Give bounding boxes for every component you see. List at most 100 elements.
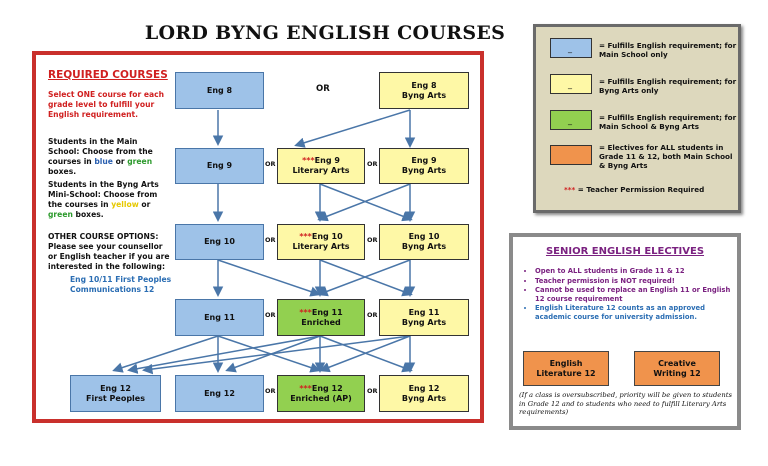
or-label: OR xyxy=(265,160,276,168)
legend-swatch-blue: _ xyxy=(550,38,592,58)
swatch-mark: _ xyxy=(568,116,572,125)
color-legend: _ = Fulfills English requirement; for Ma… xyxy=(533,24,741,213)
arrow xyxy=(142,335,411,375)
course-label: Eng 12 xyxy=(100,383,131,393)
required-courses-heading: REQUIRED COURSES xyxy=(48,69,168,81)
course-sublabel: First Peoples xyxy=(86,393,145,403)
course-label: Eng 9 xyxy=(411,156,437,165)
course-sublabel: Enriched (AP) xyxy=(290,393,352,403)
course-sublabel: Writing 12 xyxy=(653,368,701,378)
permission-mark: *** xyxy=(564,185,576,194)
permission-mark: *** xyxy=(302,156,315,165)
course-label: ***Eng 11 xyxy=(299,308,342,318)
blue-word: blue xyxy=(94,157,113,166)
option-communications: Communications 12 xyxy=(70,285,155,294)
course-sublabel: Literary Arts xyxy=(292,166,350,175)
legend-text-orange: = Electives for ALL students in Grade 11… xyxy=(599,143,733,170)
course-name: Eng 11 xyxy=(311,307,343,317)
course-eng-10: Eng 10 xyxy=(175,224,264,260)
byng-arts-instructions: Students in the Byng Arts Mini-School: C… xyxy=(48,180,168,220)
course-label: Eng 8 xyxy=(411,80,437,90)
legend-text-green: = Fulfills English requirement; for Main… xyxy=(599,113,737,131)
arrow xyxy=(317,259,411,297)
or-label: OR xyxy=(316,84,330,94)
course-label: ***Eng 9 xyxy=(302,156,340,166)
course-sublabel: Byng Arts xyxy=(401,90,447,100)
course-label: Eng 12 xyxy=(204,388,235,398)
or-label: OR xyxy=(265,311,276,319)
green-word: green xyxy=(48,210,73,219)
boxes-word: boxes. xyxy=(48,167,77,176)
main-school-text: Students in the Main School: Choose from… xyxy=(48,137,153,166)
electives-footnote: (If a class is oversubscribed, priority … xyxy=(519,391,732,416)
or-word: or xyxy=(138,200,151,209)
legend-text-yellow: = Fulfills English requirement; for Byng… xyxy=(599,77,737,95)
or-label: OR xyxy=(265,387,276,395)
course-sublabel: Literature 12 xyxy=(536,368,596,378)
permission-note-text: = Teacher Permission Required xyxy=(577,185,705,194)
legend-permission-note: *** = Teacher Permission Required xyxy=(564,185,704,194)
green-word: green xyxy=(127,157,153,166)
arrow xyxy=(319,335,411,373)
permission-mark: *** xyxy=(299,307,312,317)
swatch-mark: _ xyxy=(568,44,572,53)
course-name: Eng 10 xyxy=(311,232,343,241)
course-label: English xyxy=(549,358,583,368)
arrow xyxy=(217,259,321,297)
course-label: Eng 10 xyxy=(204,237,235,246)
arrow xyxy=(127,335,321,374)
course-sublabel: Byng Arts xyxy=(401,393,447,403)
main-school-instructions: Students in the Main School: Choose from… xyxy=(48,137,168,177)
or-label: OR xyxy=(265,236,276,244)
byng-arts-text: Students in the Byng Arts Mini-School: C… xyxy=(48,180,159,209)
course-name: Eng 9 xyxy=(314,156,340,165)
yellow-word: yellow xyxy=(111,200,139,209)
senior-electives-panel: SENIOR ENGLISH ELECTIVES Open to ALL stu… xyxy=(509,233,741,430)
required-intro: Select ONE course for each grade level t… xyxy=(48,90,165,119)
course-label: Eng 11 xyxy=(204,312,235,322)
course-name: Eng 12 xyxy=(311,383,343,393)
boxes-word: boxes. xyxy=(72,210,104,219)
electives-heading: SENIOR ENGLISH ELECTIVES xyxy=(545,246,705,257)
course-eng-12: Eng 12 xyxy=(175,375,264,412)
legend-swatch-orange xyxy=(550,145,592,165)
permission-mark: *** xyxy=(299,383,312,393)
electives-point: Teacher permission is NOT required! xyxy=(535,277,740,286)
course-label: Eng 9 xyxy=(206,161,233,170)
arrow xyxy=(317,183,411,222)
electives-point: English Literature 12 counts as an appro… xyxy=(535,304,740,321)
course-label: ***Eng 12 xyxy=(299,384,342,394)
course-sublabel: Literary Arts xyxy=(292,242,350,251)
electives-point: Cannot be used to replace an English 11 … xyxy=(535,286,740,303)
course-label: ***Eng 10 xyxy=(299,232,342,242)
arrow xyxy=(217,335,321,373)
electives-point: Open to ALL students in Grade 11 & 12 xyxy=(535,267,740,276)
other-options-list: Eng 10/11 First Peoples Communications 1… xyxy=(70,275,180,295)
course-eng-11: Eng 11 xyxy=(175,299,264,336)
course-sublabel: Byng Arts xyxy=(401,166,447,175)
course-sublabel: Enriched xyxy=(301,317,341,327)
course-eng-8: Eng 8 xyxy=(175,72,264,109)
or-word: or xyxy=(112,157,128,166)
or-label: OR xyxy=(367,387,378,395)
page-title: LORD BYNG ENGLISH COURSES xyxy=(144,22,506,44)
arrow xyxy=(294,109,411,148)
other-course-options: OTHER COURSE OPTIONS: Please see your co… xyxy=(48,232,170,271)
swatch-mark: _ xyxy=(568,80,572,89)
course-label: Eng 12 xyxy=(408,383,440,393)
legend-text-blue: = Fulfills English requirement; for Main… xyxy=(599,41,737,59)
course-label: Eng 8 xyxy=(206,85,233,95)
course-eng-9: Eng 9 xyxy=(175,148,264,184)
